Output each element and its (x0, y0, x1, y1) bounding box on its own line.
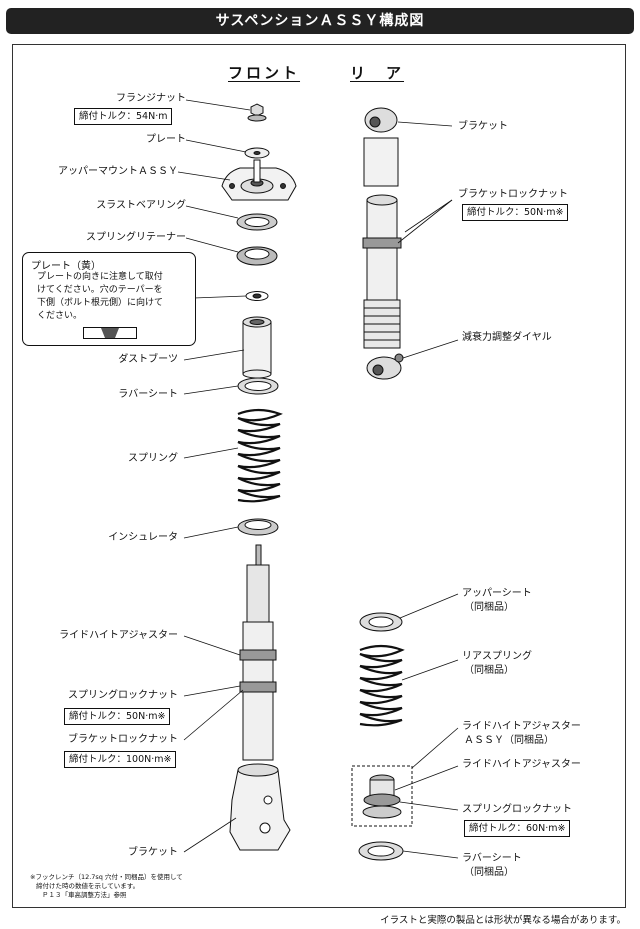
front-spring-lock-nut-torque: 締付トルク：50N·m※ (64, 708, 171, 725)
diagram-frame (12, 44, 626, 908)
rear-upper-seat-label: アッパーシート (462, 588, 532, 599)
plate-note-line: けてください。穴のテーパーを (37, 285, 163, 295)
rear-ride-height-assy-sub: ＡＳＳＹ（同梱品） (464, 735, 554, 746)
front-bracket-lock-nut-torque: 締付トルク：100N·m※ (64, 751, 177, 768)
front-insulator-label: インシュレータ (108, 532, 178, 543)
front-bracket-label: ブラケット (128, 847, 178, 858)
front-spring-label: スプリング (128, 453, 178, 464)
plate-note-title: プレート（黄） (31, 261, 101, 272)
disclaimer-caption: イラストと実際の製品とは形状が異なる場合があります。 (380, 915, 626, 926)
front-ride-height-adjuster-label: ライドハイトアジャスター (59, 630, 178, 641)
leader-lines (177, 99, 459, 859)
front-parts (221, 103, 297, 851)
page-title: サスペンションＡＳＳＹ構成図 (6, 8, 634, 34)
plate-note-box: プレート（黄） プレートの向きに注意して取付 けてください。穴のテーパーを 下側… (22, 252, 196, 346)
rear-ride-height-adjuster-label: ライドハイトアジャスター (462, 759, 581, 770)
rear-spring-lock-nut-torque: 締付トルク：60N·m※ (464, 820, 571, 837)
taper-plate-icon (83, 327, 137, 339)
rear-spring-lock-nut-label: スプリングロックナット (462, 804, 572, 815)
plate-note-line: 下側（ボルト根元側）に向けて (37, 298, 164, 308)
plate-note-line: プレートの向きに注意して取付 (37, 272, 163, 282)
rear-upper-seat-sub: （同梱品） (464, 602, 514, 613)
rear-rubber-seat-label: ラバーシート (462, 853, 522, 864)
rear-rubber-seat-sub: （同梱品） (464, 867, 514, 878)
front-flange-nut-torque: 締付トルク：54N·m (74, 108, 173, 125)
front-spring-retainer-label: スプリングリテーナー (86, 232, 186, 243)
front-header: フロント (228, 64, 301, 82)
rear-bracket-lock-nut-torque: 締付トルク：50N·m※ (462, 204, 569, 221)
plate-note-line: ください。 (37, 311, 83, 321)
rear-spring-sub: （同梱品） (464, 665, 514, 676)
front-thrust-bearing-label: スラストベアリング (96, 200, 186, 211)
rear-parts (351, 107, 413, 861)
footnote-line: Ｐ１３「車高調整方法」参照 (42, 891, 127, 899)
rear-ride-height-assy-label: ライドハイトアジャスター (462, 721, 581, 732)
rear-bracket-lock-nut-label: ブラケットロックナット (458, 189, 568, 200)
rear-bracket-label: ブラケット (458, 121, 508, 132)
rear-header: リ ア (350, 64, 405, 82)
plate-note-body: プレートの向きに注意して取付 けてください。穴のテーパーを 下側（ボルト根元側）… (37, 271, 193, 323)
footnote-line: ※フックレンチ（12.7sq 穴付・同梱品）を使用して (30, 873, 183, 881)
front-upper-mount-label: アッパーマウントＡＳＳＹ (58, 166, 178, 177)
front-bracket-lock-nut-label: ブラケットロックナット (68, 734, 178, 745)
front-dust-boot-label: ダストブーツ (118, 354, 178, 365)
rear-damping-dial-label: 減衰力調整ダイヤル (462, 332, 552, 343)
front-flange-nut-label: フランジナット (116, 93, 186, 104)
front-plate-label: プレート (146, 134, 186, 145)
footnote-line: 締付けた時の数値を示しています。 (36, 882, 140, 890)
front-spring-lock-nut-label: スプリングロックナット (68, 690, 178, 701)
front-rubber-seat-label: ラバーシート (118, 389, 178, 400)
rear-spring-label: リアスプリング (462, 651, 532, 662)
